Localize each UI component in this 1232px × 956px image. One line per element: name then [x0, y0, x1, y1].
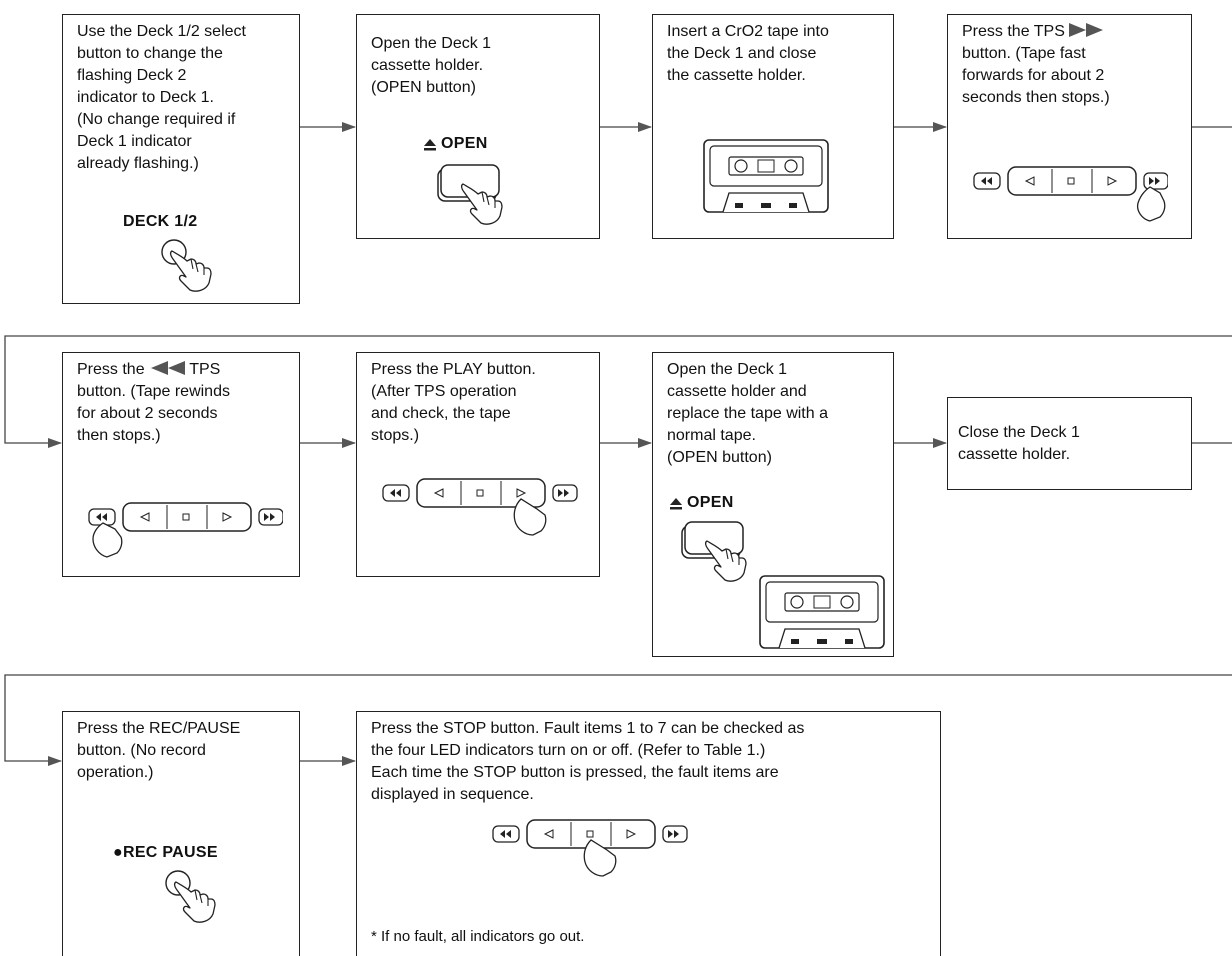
- step-7-text: Open the Deck 1 cassette holder and repl…: [667, 359, 828, 469]
- step-5-text-mid: TPS: [189, 361, 220, 378]
- step-5-text-pre: Press the: [77, 361, 145, 378]
- open-button-hand-icon: [679, 519, 759, 589]
- step-8-text: Close the Deck 1 cassette holder.: [958, 422, 1080, 466]
- step-10-box: Press the STOP button. Fault items 1 to …: [356, 711, 941, 956]
- hand-press-icon: [163, 868, 219, 926]
- step-4-text: Press the TPS button. (Tape fast forward…: [962, 21, 1110, 109]
- step-1-text: Use the Deck 1/2 select button to change…: [77, 21, 246, 175]
- step-2-box: Open the Deck 1 cassette holder. (OPEN b…: [356, 14, 600, 239]
- rec-pause-label: ●REC PAUSE: [113, 844, 218, 862]
- step-2-text: Open the Deck 1 cassette holder. (OPEN b…: [371, 33, 491, 99]
- eject-icon: [423, 138, 437, 152]
- fast-forward-icon: [1069, 23, 1105, 37]
- step-10-note: * If no fault, all indicators go out.: [371, 926, 584, 948]
- cassette-tape-icon: [701, 137, 831, 215]
- transport-keys-stop-icon: [487, 810, 697, 890]
- eject-icon: [669, 497, 683, 511]
- open-label: OPEN: [687, 494, 734, 512]
- step-5-text: Press the TPS button. (Tape rewinds for …: [77, 359, 230, 447]
- step-4-text-pre: Press the TPS: [962, 23, 1065, 40]
- transport-keys-ff-icon: [968, 157, 1168, 227]
- step-10-text: Press the STOP button. Fault items 1 to …: [371, 718, 804, 806]
- rec-pause-text: REC PAUSE: [123, 844, 218, 861]
- step-1-box: Use the Deck 1/2 select button to change…: [62, 14, 300, 304]
- step-8-box: Close the Deck 1 cassette holder.: [947, 397, 1192, 490]
- cassette-tape-icon: [757, 573, 887, 651]
- step-3-box: Insert a CrO2 tape into the Deck 1 and c…: [652, 14, 894, 239]
- transport-keys-play-icon: [377, 469, 587, 549]
- rewind-icon: [149, 361, 185, 375]
- step-9-text: Press the REC/PAUSE button. (No record o…: [77, 718, 240, 784]
- step-6-text: Press the PLAY button. (After TPS operat…: [371, 359, 536, 447]
- deck-label: DECK 1/2: [123, 213, 197, 231]
- step-4-text-post: button. (Tape fast forwards for about 2 …: [962, 45, 1110, 106]
- open-label: OPEN: [441, 135, 488, 153]
- step-7-box: Open the Deck 1 cassette holder and repl…: [652, 352, 894, 657]
- open-button-hand-icon: [435, 162, 515, 232]
- step-5-box: Press the TPS button. (Tape rewinds for …: [62, 352, 300, 577]
- hand-press-icon: [159, 237, 215, 295]
- step-5-text-post: button. (Tape rewinds for about 2 second…: [77, 383, 230, 444]
- transport-keys-rew-icon: [83, 493, 283, 563]
- step-3-text: Insert a CrO2 tape into the Deck 1 and c…: [667, 21, 829, 87]
- step-6-box: Press the PLAY button. (After TPS operat…: [356, 352, 600, 577]
- step-4-box: Press the TPS button. (Tape fast forward…: [947, 14, 1192, 239]
- rec-dot-icon: ●: [113, 844, 123, 861]
- step-9-box: Press the REC/PAUSE button. (No record o…: [62, 711, 300, 956]
